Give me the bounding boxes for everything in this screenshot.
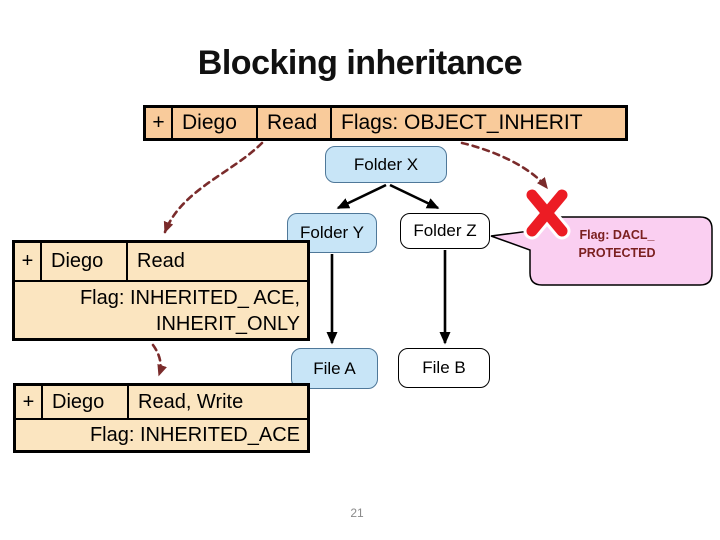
- node-file-a: File A: [291, 348, 378, 389]
- callout-text: Flag: DACL_ PROTECTED: [531, 227, 703, 262]
- tree-arrows: [326, 183, 451, 345]
- node-file-b: File B: [398, 348, 490, 388]
- ace-flags-cell: Flag: INHERITED_ACE: [89, 423, 300, 446]
- dashed-arrow-to-inherit-only: [163, 141, 264, 234]
- ace-plus-cell: +: [146, 108, 173, 138]
- ace-plus-cell: +: [16, 386, 43, 418]
- ace-flags-line2: INHERIT_ONLY: [155, 313, 300, 335]
- ace-box-object-inherit: + Diego Read Flags: OBJECT_INHERIT: [143, 105, 628, 141]
- ace-plus-cell: +: [15, 243, 42, 280]
- callout-line2: PROTECTED: [578, 245, 656, 260]
- ace-row: + Diego Read Flags: OBJECT_INHERIT: [146, 108, 625, 138]
- ace-permission-cell: Read: [137, 250, 185, 272]
- ace-principal-cell: Diego: [173, 108, 258, 138]
- node-folder-z: Folder Z: [400, 213, 490, 249]
- ace-principal-cell: Diego: [43, 386, 129, 418]
- ace-row: + Diego Read, Write: [16, 386, 307, 420]
- node-folder-x: Folder X: [325, 146, 447, 183]
- ace-permission-cell: Read, Write: [138, 390, 244, 413]
- ace-box-inherited-ace: + Diego Read, Write Flag: INHERITED_ACE: [13, 383, 310, 453]
- ace-box-inherit-only: + Diego Read Flag: INHERITED_ ACE, INHER…: [12, 240, 310, 341]
- ace-row: + Diego Read: [15, 243, 307, 282]
- ace-principal-cell: Diego: [42, 243, 128, 280]
- ace-flags-cell: Flags: OBJECT_INHERIT: [341, 111, 583, 134]
- dashed-arrow-to-blocked: [460, 141, 549, 190]
- slide-title: Blocking inheritance: [197, 44, 523, 82]
- ace-flags-line1: Flag: INHERITED_ ACE,: [79, 287, 300, 309]
- dashed-arrow-to-inherited-ace: [151, 343, 167, 377]
- callout-line1: Flag: DACL_: [579, 228, 655, 242]
- page-number: 21: [350, 506, 364, 520]
- arrow-folderx-folderz: [389, 183, 440, 210]
- arrow-folderx-foldery: [336, 183, 387, 210]
- ace-flags-cell: Flag: INHERITED_ ACE, INHERIT_ONLY: [15, 282, 307, 338]
- ace-permission-cell: Read: [258, 108, 332, 138]
- blocked-cross-icon: [523, 186, 571, 240]
